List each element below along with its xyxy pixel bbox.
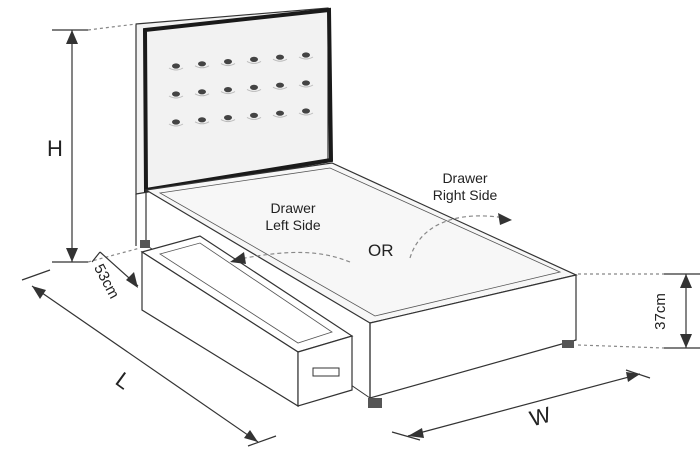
tufting-button	[302, 108, 310, 114]
tufting-shadow	[272, 114, 288, 118]
tufting-shadow	[220, 91, 236, 95]
tufting-shadow	[168, 67, 184, 71]
tufting-button	[250, 56, 258, 63]
tufting-shadow	[168, 95, 184, 99]
tufting-button	[224, 115, 232, 121]
drawer-right-line1: Drawer	[442, 170, 488, 186]
tufting-shadow	[168, 123, 184, 127]
tufting-shadow	[298, 56, 314, 60]
drawer-right-line2: Right Side	[432, 187, 498, 203]
tufting-button	[276, 82, 284, 88]
tufting-button	[276, 54, 284, 60]
tufting-button	[302, 80, 310, 86]
drawer-left-label: Drawer Left Side	[248, 200, 338, 234]
tufting-shadow	[194, 65, 210, 69]
tufting-shadow	[194, 93, 210, 97]
drawer-side-arrows	[244, 215, 506, 263]
tufting-shadow	[272, 58, 288, 62]
bed-leg	[368, 398, 382, 408]
tufting-shadow	[298, 112, 314, 116]
tufting-button	[198, 89, 206, 95]
tufting-button	[172, 119, 180, 125]
tufting-shadow	[246, 60, 262, 64]
drawer-right-label: Drawer Right Side	[420, 170, 510, 204]
headboard-buttons	[168, 52, 314, 127]
base-height-label: 37cm	[651, 293, 669, 330]
tufting-shadow	[246, 88, 262, 92]
tufting-shadow	[194, 121, 210, 125]
or-label: OR	[368, 241, 394, 260]
height-dimension	[52, 23, 141, 263]
drawer-left-line1: Drawer	[270, 200, 316, 216]
arrow-head	[498, 213, 512, 225]
drawer-handle	[312, 367, 340, 377]
bed-leg	[140, 240, 150, 248]
tufting-shadow	[298, 84, 314, 88]
drawer-left-line2: Left Side	[265, 217, 321, 233]
tufting-shadow	[220, 63, 236, 67]
tufting-shadow	[220, 119, 236, 123]
tufting-button	[198, 61, 206, 67]
arrow-head	[230, 252, 246, 264]
height-label: H	[47, 136, 63, 161]
tufting-button	[250, 112, 258, 118]
tufting-button	[224, 59, 232, 65]
tufting-button	[276, 110, 284, 116]
tufting-button	[172, 91, 180, 97]
tufting-button	[172, 63, 180, 69]
tufting-button	[198, 117, 206, 123]
tufting-button	[250, 84, 258, 90]
tufting-shadow	[272, 86, 288, 90]
tufting-button	[224, 87, 232, 93]
tufting-button	[302, 52, 310, 58]
length-dimension	[21, 269, 277, 447]
tufting-shadow	[246, 116, 262, 120]
bed-leg	[562, 340, 574, 348]
drawer	[140, 235, 354, 408]
